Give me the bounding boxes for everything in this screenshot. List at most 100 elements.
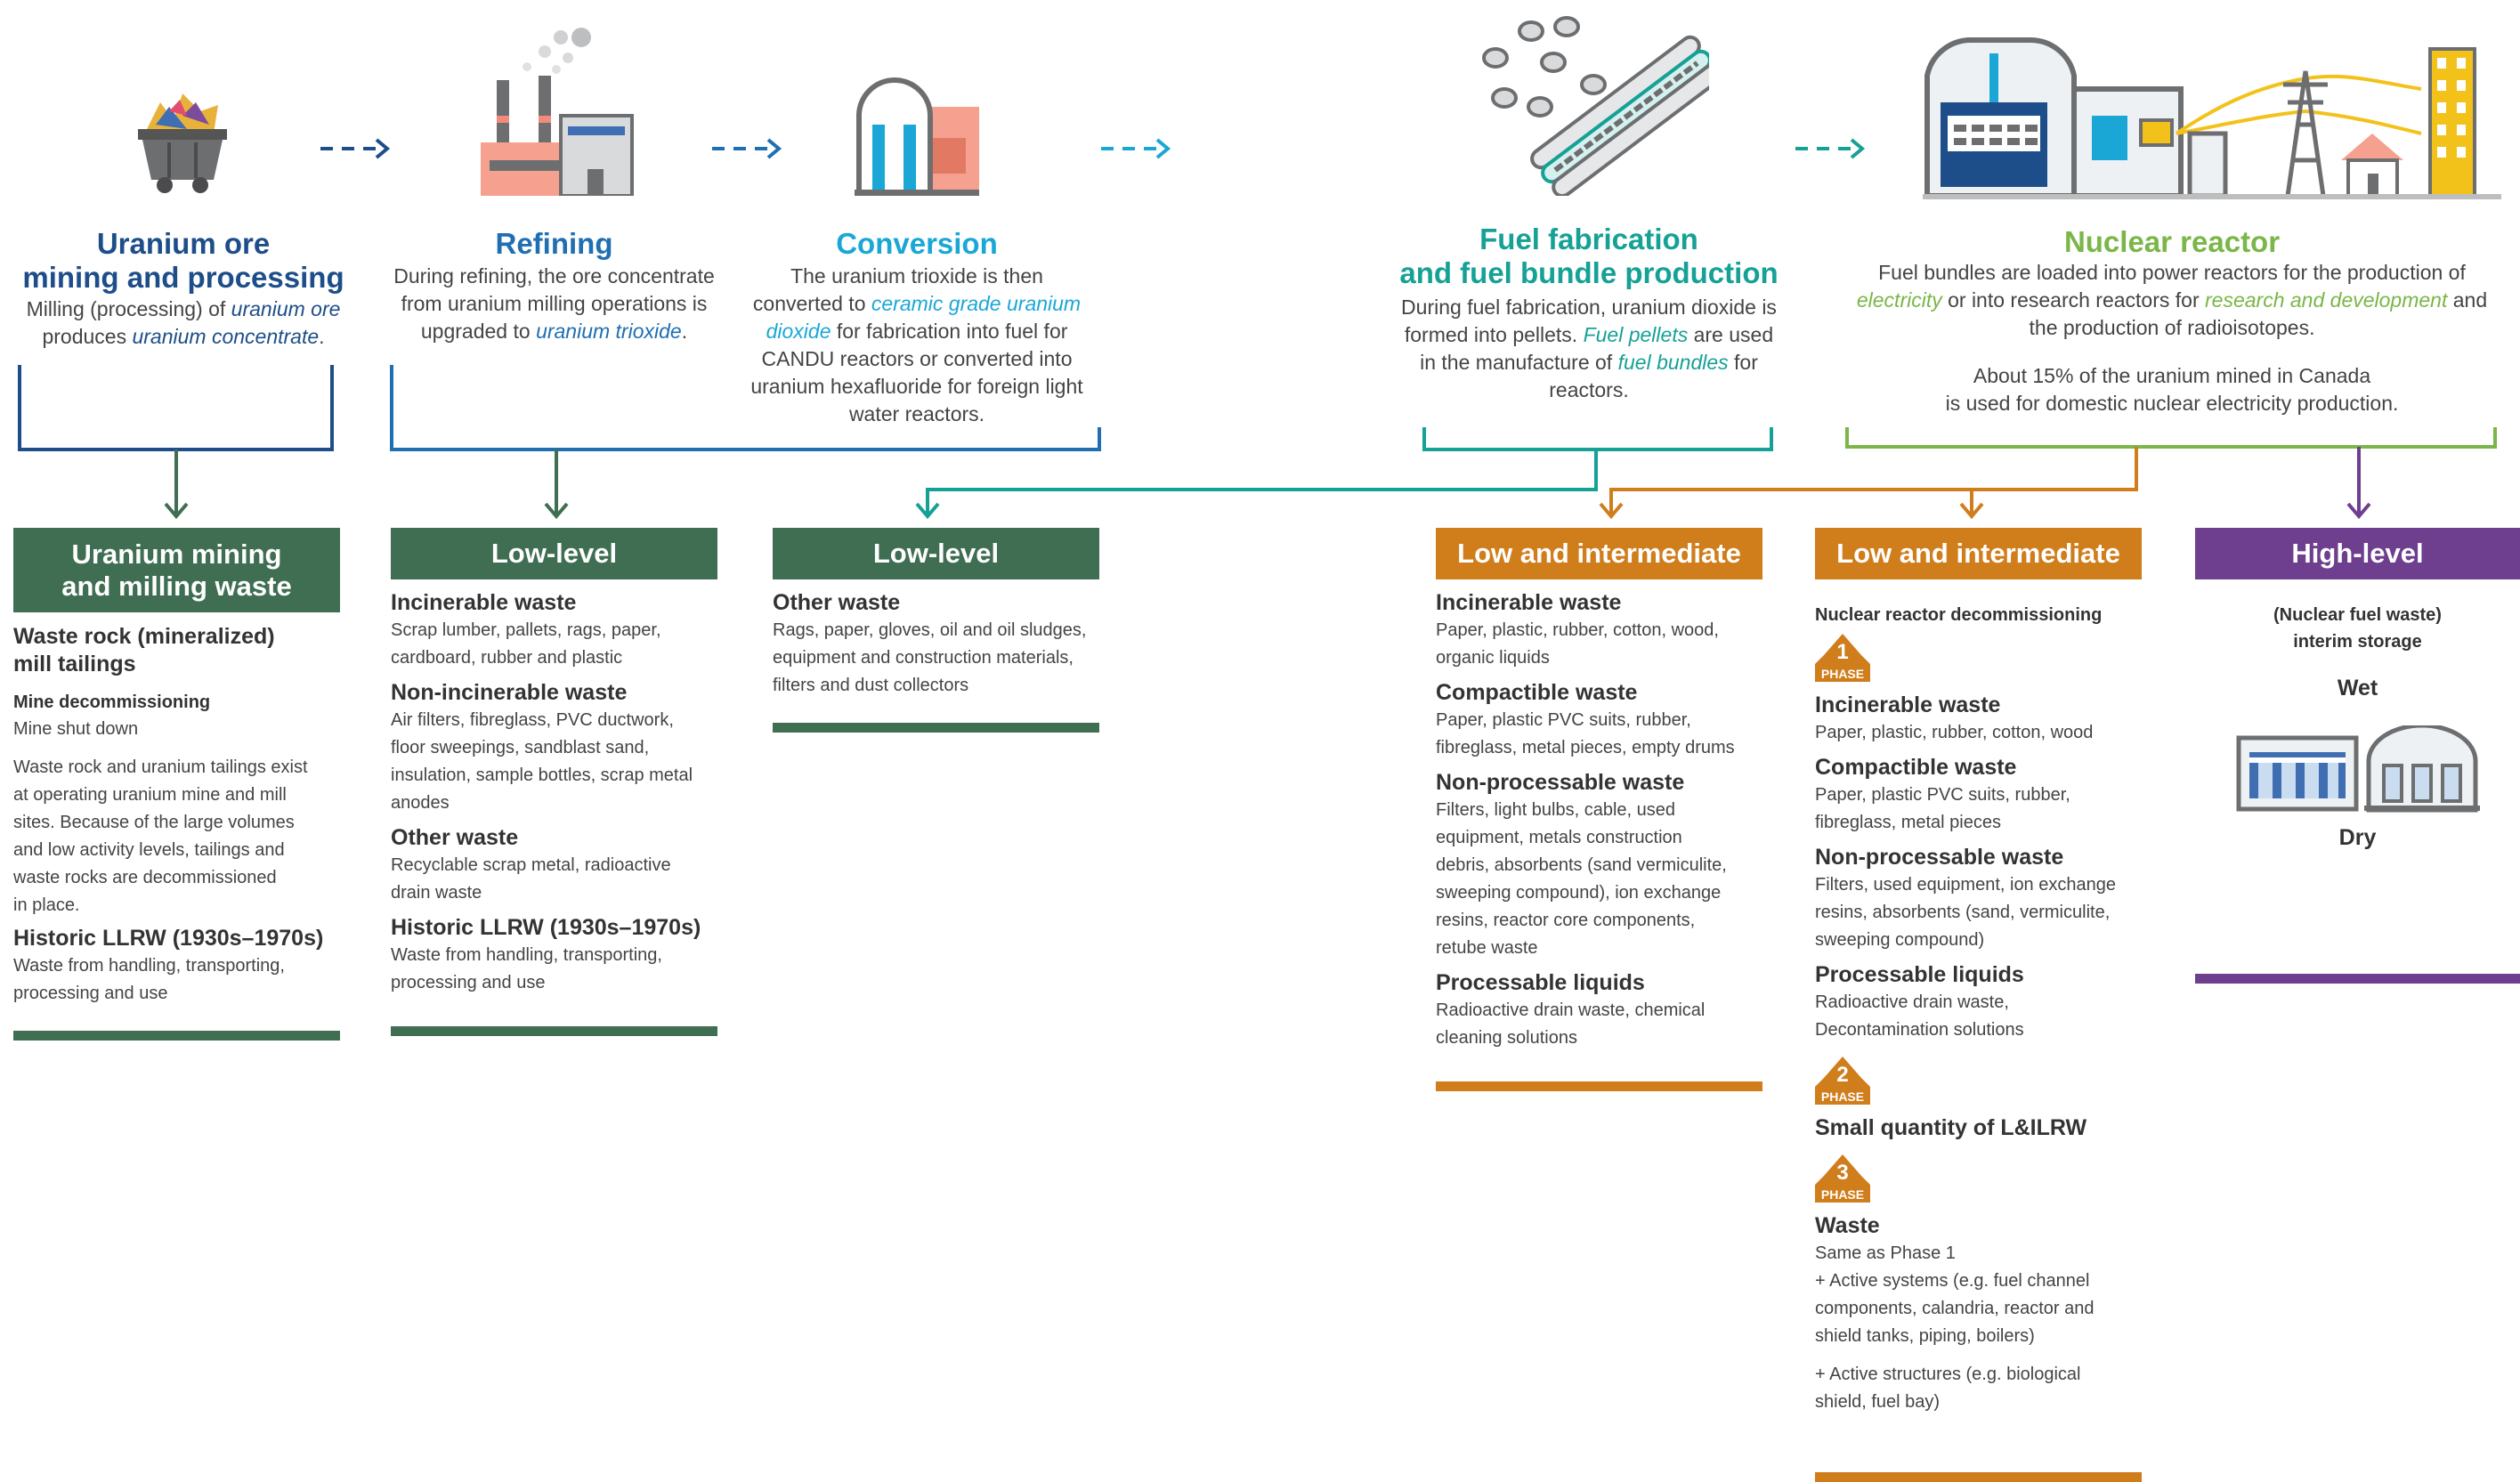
- heading-small-quantity: Small quantity of L&ILRW: [1815, 1115, 2087, 1140]
- conversion-plant-icon: [855, 77, 979, 196]
- desc-text: During refining, the ore concentrate fro…: [393, 264, 715, 343]
- text-historic-llrw: Waste from handling, transporting, proces…: [391, 942, 747, 997]
- desc-term: fuel bundles: [1617, 351, 1729, 374]
- text-line: sweeping compound), ion exchange: [1436, 883, 1722, 903]
- heading-line: Waste rock (mineralized): [13, 624, 275, 649]
- nuclear-reactor-icon: [1923, 36, 2501, 199]
- heading-line: (Nuclear fuel waste): [2273, 605, 2442, 625]
- header-low-level-conversion: Low-level: [773, 528, 1099, 579]
- text-line: processing and use: [391, 973, 546, 992]
- text-line: at operating uranium mine and mill: [13, 785, 287, 805]
- heading-line: interim storage: [2293, 632, 2422, 652]
- desc-term: electricity: [1856, 288, 1942, 312]
- text-line: + Active systems (e.g. fuel channel: [1815, 1271, 2090, 1291]
- phase-number: 3: [1836, 1161, 1848, 1185]
- desc-text: or into research reactors for: [1941, 288, 2206, 312]
- heading-non-incinerable: Non-incinerable waste: [391, 680, 628, 705]
- desc-term: ceramic grade uranium dioxide: [766, 292, 1082, 343]
- heading-processable-liquids: Processable liquids: [1436, 970, 1645, 995]
- desc-term: uranium concentrate: [132, 325, 320, 348]
- desc-term: research and development: [2205, 288, 2448, 312]
- text-waste-rock-description: Waste rock and uranium tailings exist at…: [13, 754, 352, 919]
- heading-historic-llrw: Historic LLRW (1930s–1970s): [13, 926, 324, 951]
- header-line: Uranium mining: [71, 538, 282, 570]
- stage-desc-mining: Milling (processing) of uranium ore prod…: [0, 296, 367, 351]
- text-line: Radioactive drain waste,: [1815, 992, 2009, 1012]
- column-end-bar: [1436, 1081, 1762, 1091]
- heading-non-processable: Non-processable waste: [1815, 845, 2064, 870]
- stage-desc-fabrication: During fuel fabrication, uranium dioxide…: [1398, 294, 1780, 404]
- header-low-intermediate-fabrication: Low and intermediate: [1436, 528, 1762, 579]
- text-non-processable: Filters, light bulbs, cable, used equipm…: [1436, 797, 1792, 962]
- text-line: Waste from handling, transporting,: [391, 945, 662, 965]
- text-line: sites. Because of the large volumes: [13, 813, 295, 832]
- title-line: Uranium ore: [96, 227, 271, 260]
- column-low-level-conversion: Other waste Rags, paper, gloves, oil and…: [773, 589, 1129, 700]
- text-line: waste rocks are decommissioned: [13, 868, 277, 887]
- title-line: Nuclear reactor: [2063, 225, 2281, 258]
- header-low-intermediate-reactor: Low and intermediate: [1815, 528, 2142, 579]
- column-end-bar: [1815, 1472, 2142, 1482]
- text-processable-liquids: Radioactive drain waste,Decontamination …: [1815, 989, 2171, 1044]
- stage-title-reactor: Nuclear reactor: [1843, 225, 2501, 259]
- title-line: Refining: [495, 227, 613, 260]
- header-high-level: High-level: [2195, 528, 2520, 579]
- column-low-level-refining: Incinerable waste Scrap lumber, pallets,…: [391, 589, 747, 997]
- header-mining-waste: Uranium mining and milling waste: [13, 528, 340, 612]
- heading-compactible: Compactible waste: [1436, 680, 1638, 705]
- column-end-bar: [773, 723, 1099, 733]
- stage-title-conversion: Conversion: [743, 227, 1090, 261]
- heading-historic-llrw: Historic LLRW (1930s–1970s): [391, 915, 701, 940]
- text-line: organic liquids: [1436, 648, 1550, 668]
- text-active-systems: + Active systems (e.g. fuel channel comp…: [1815, 1267, 2171, 1350]
- heading-waste: Waste: [1815, 1213, 1880, 1238]
- phase-label: PHASE: [1821, 1187, 1864, 1202]
- text-line: Rags, paper, gloves, oil and oil sludges…: [773, 620, 1087, 640]
- text-mine-shut-down: Mine shut down: [13, 719, 139, 739]
- text-line: Paper, plastic, rubber, cotton, wood,: [1436, 620, 1719, 640]
- header-low-level-refining: Low-level: [391, 528, 717, 579]
- text-active-structures: + Active structures (e.g. biological shi…: [1815, 1361, 2171, 1416]
- note-line: About 15% of the uranium mined in Canada: [1973, 364, 2371, 387]
- text-line: debris, absorbents (sand vermiculite,: [1436, 855, 1727, 875]
- stage-desc-conversion: The uranium trioxide is then converted t…: [743, 263, 1090, 428]
- phase-number: 1: [1836, 640, 1848, 664]
- flow-arrow: [1101, 138, 1171, 159]
- text-line: Scrap lumber, pallets, rags, paper,: [391, 620, 661, 640]
- phase-label: PHASE: [1821, 1089, 1864, 1104]
- heading-reactor-decommissioning: Nuclear reactor decommissioning: [1815, 605, 2103, 625]
- flow-arrow: [320, 138, 391, 159]
- text-line: retube waste: [1436, 938, 1538, 958]
- phase-number: 2: [1836, 1063, 1848, 1087]
- desc-text: .: [319, 325, 325, 348]
- desc-text: .: [681, 320, 688, 343]
- desc-text: for reactors.: [1549, 351, 1758, 401]
- text-line: + Active structures (e.g. biological: [1815, 1365, 2081, 1384]
- column-end-bar: [391, 1026, 717, 1036]
- text-same-as-phase-1: Same as Phase 1: [1815, 1243, 1956, 1263]
- text-incinerable: Paper, plastic, rubber, cotton, wood: [1815, 723, 2094, 742]
- text-line: Filters, light bulbs, cable, used: [1436, 800, 1676, 820]
- header-line: and milling waste: [61, 570, 292, 602]
- text-non-incinerable: Air filters, fibreglass, PVC ductwork, f…: [391, 707, 747, 817]
- heading-incinerable: Incinerable waste: [391, 590, 577, 615]
- desc-term: Fuel pellets: [1583, 323, 1689, 346]
- phase-label: PHASE: [1821, 667, 1864, 681]
- text-line: Waste rock and uranium tailings exist: [13, 757, 308, 777]
- stage-title-fabrication: Fuel fabrication and fuel bundle product…: [1389, 223, 1789, 290]
- text-line: Air filters, fibreglass, PVC ductwork,: [391, 710, 674, 730]
- column-end-bar: [13, 1031, 340, 1041]
- text-compactible: Paper, plastic PVC suits, rubber,fibregl…: [1815, 781, 2171, 837]
- text-non-processable: Filters, used equipment, ion exchange re…: [1815, 871, 2171, 954]
- heading-compactible: Compactible waste: [1815, 755, 2017, 780]
- stage-title-refining: Refining: [383, 227, 725, 261]
- heading-line: mill tailings: [13, 652, 136, 676]
- column-high-level: (Nuclear fuel waste)interim storage Wet …: [2195, 602, 2520, 852]
- phase-2-badge: 2 PHASE: [1815, 1057, 1870, 1105]
- desc-text: are used in the manufacture of: [1420, 323, 1774, 374]
- text-line: fibreglass, metal pieces: [1815, 813, 2001, 832]
- stage-desc-refining: During refining, the ore concentrate fro…: [383, 263, 725, 345]
- heading-incinerable: Incinerable waste: [1436, 590, 1622, 615]
- fuel-bundle-icon: [1482, 16, 1709, 196]
- desc-text: Milling (processing) of: [26, 297, 231, 320]
